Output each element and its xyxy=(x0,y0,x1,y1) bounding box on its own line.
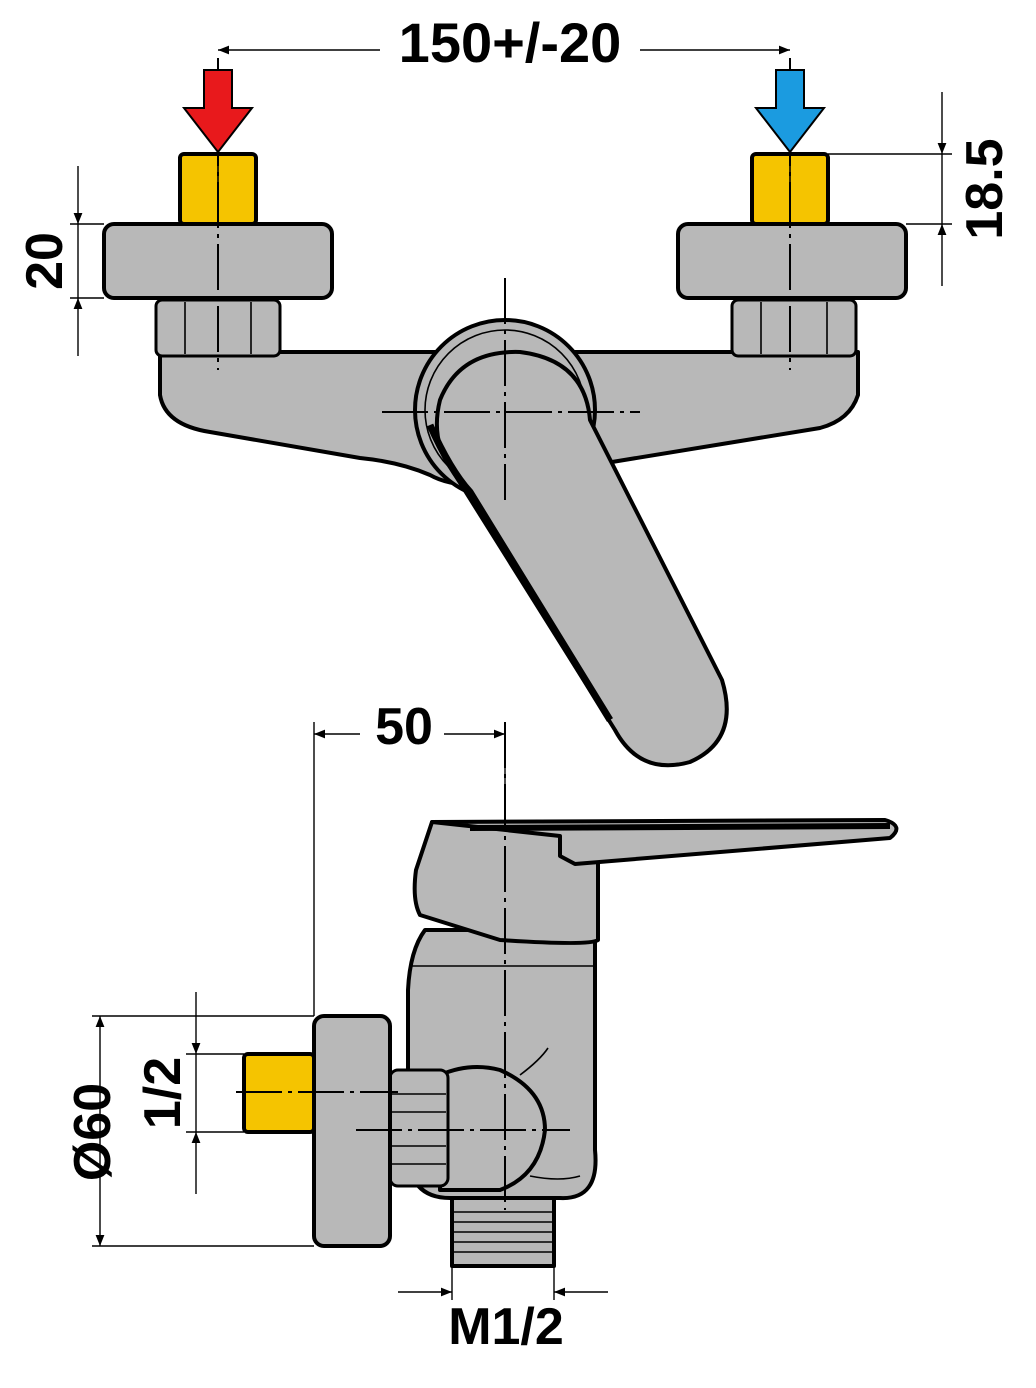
dim-wall-offset: 50 xyxy=(375,698,433,756)
dim-eccentric-height: 20 xyxy=(16,232,74,290)
dim-inlet-height: 18.5 xyxy=(956,138,1014,239)
cartridge-cap xyxy=(438,1064,547,1192)
connector-nut xyxy=(388,1068,450,1188)
cartridge-head xyxy=(412,820,600,945)
dim-inlet-spacing: 150+/-20 xyxy=(399,11,622,74)
outlet-thread xyxy=(450,1194,556,1268)
top-view: 150+/-20 20 18.5 xyxy=(16,11,1014,768)
dim-inlet-thread: 1/2 xyxy=(134,1057,192,1129)
side-view: 50 Ø60 1/2 M1/2 xyxy=(64,698,899,1356)
dim-outlet-thread: M1/2 xyxy=(448,1298,564,1356)
right-hex-nut xyxy=(730,298,858,358)
cold-inlet-arrow xyxy=(753,69,827,154)
hot-inlet-arrow xyxy=(181,69,255,154)
dim-flange-diameter: Ø60 xyxy=(64,1083,122,1181)
lever-side xyxy=(430,818,899,866)
right-eccentric-flange xyxy=(676,222,908,300)
